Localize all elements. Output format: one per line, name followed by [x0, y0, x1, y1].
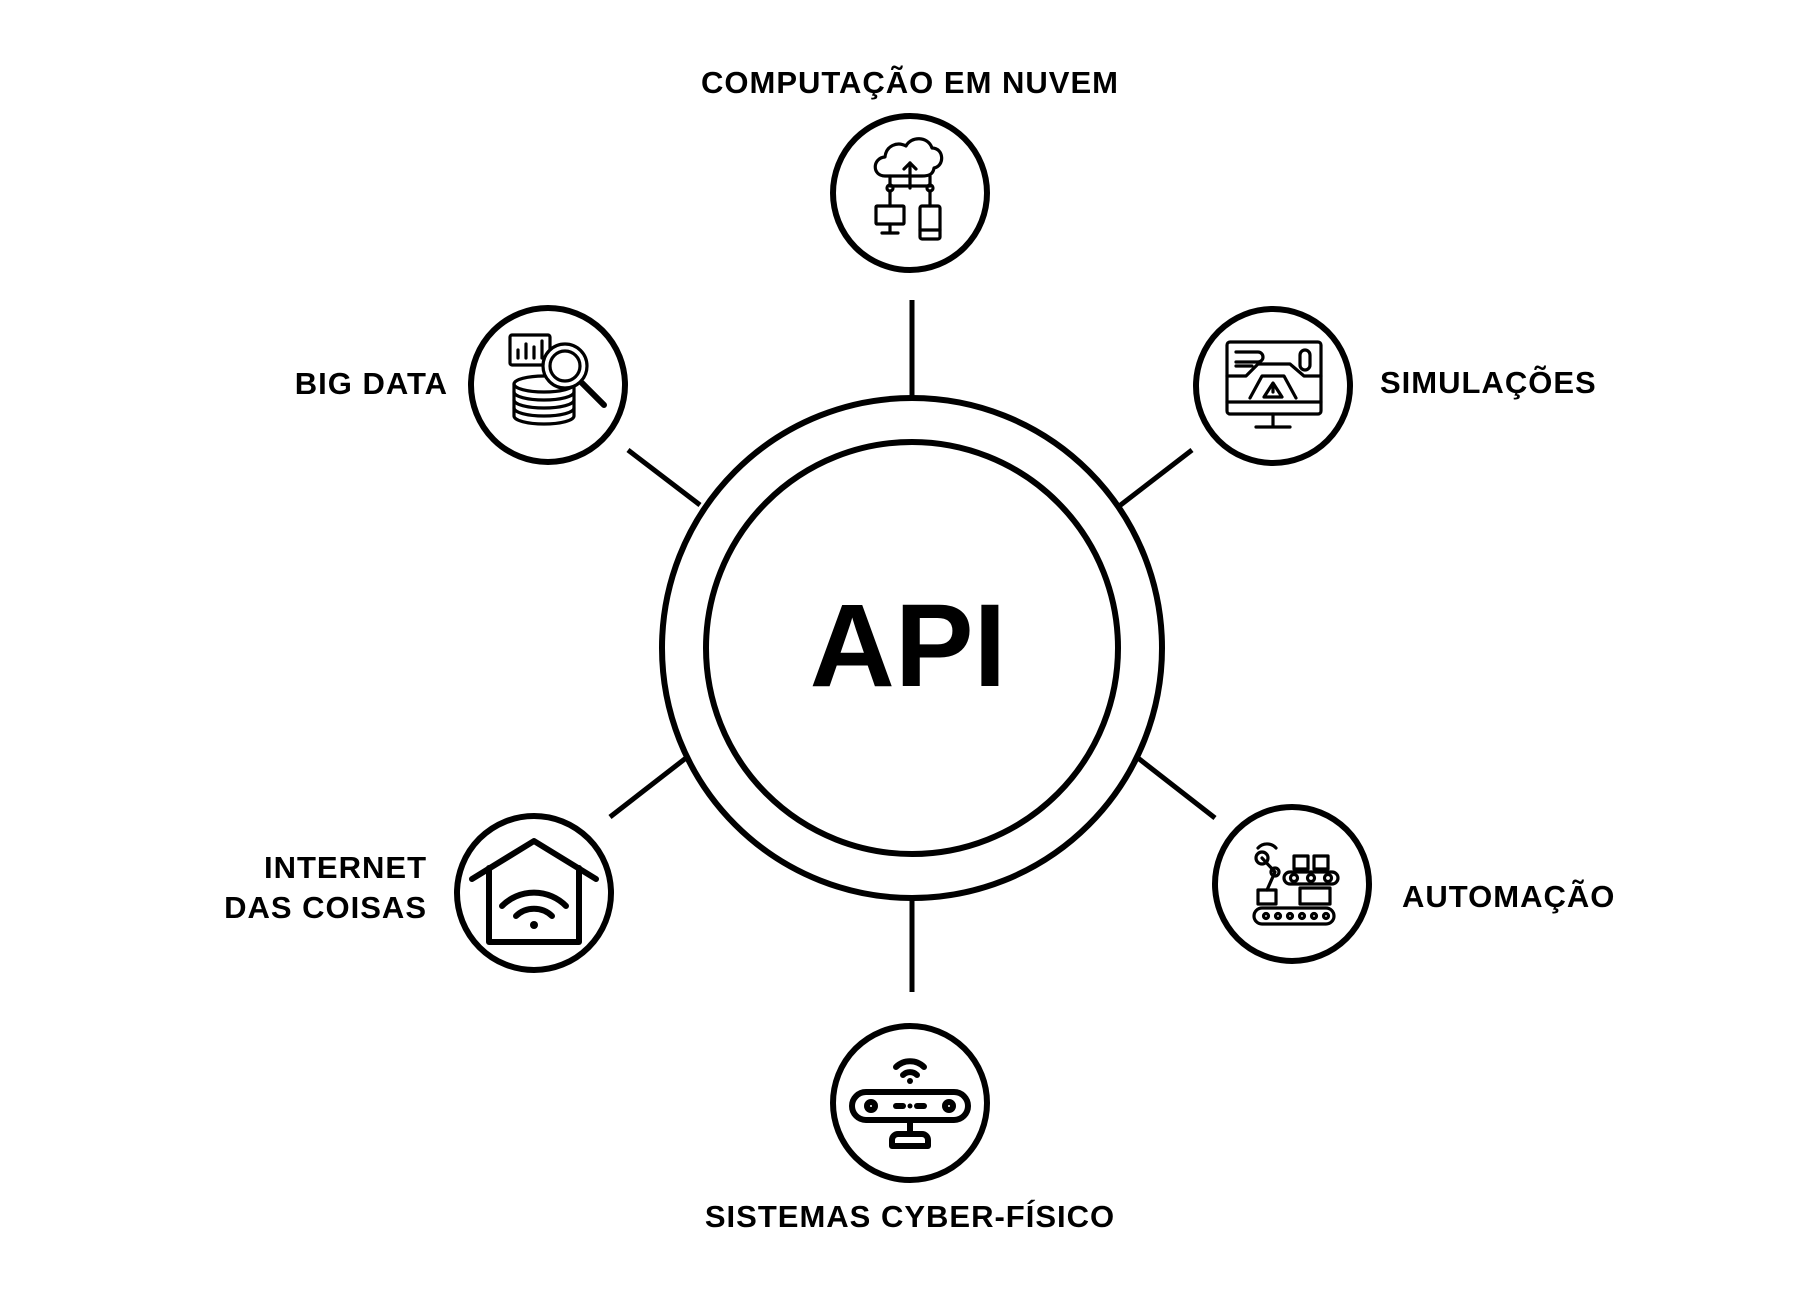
node-label-cyber-physical: SISTEMAS CYBER-FÍSICO — [705, 1199, 1115, 1234]
node-circle-cyber-physical — [830, 1023, 990, 1183]
connected-sensor-device-icon — [849, 1058, 971, 1149]
node-big-data: BIG DATA — [295, 305, 628, 465]
node-circle-big-data — [468, 305, 628, 465]
spoke-big-data — [626, 448, 702, 507]
robotic-assembly-line-icon — [1252, 842, 1340, 926]
smart-home-wifi-icon — [469, 838, 599, 945]
spoke-iot — [608, 756, 688, 819]
node-label-big-data: BIG DATA — [295, 366, 448, 401]
hub-outer-ring — [659, 395, 1165, 901]
node-cloud-computing: COMPUTAÇÃO EM NUVEM — [701, 65, 1119, 273]
hub-label: API — [810, 580, 1007, 712]
api-hub: API — [659, 395, 1165, 901]
node-iot: INTERNET DAS COISAS — [224, 813, 614, 973]
node-label-iot-line1: INTERNET — [264, 850, 427, 885]
node-label-simulations: SIMULAÇÕES — [1380, 364, 1597, 400]
node-automation: AUTOMAÇÃO — [1212, 804, 1615, 964]
node-label-automation: AUTOMAÇÃO — [1402, 879, 1615, 914]
node-label-iot-line2: DAS COISAS — [224, 890, 427, 925]
node-simulations: SIMULAÇÕES — [1193, 306, 1597, 466]
spoke-automation — [1136, 756, 1217, 820]
node-cyber-physical: SISTEMAS CYBER-FÍSICO — [705, 1023, 1115, 1234]
node-label-cloud-computing: COMPUTAÇÃO EM NUVEM — [701, 65, 1119, 100]
cloud-computing-icon — [873, 137, 944, 241]
spoke-simulations — [1116, 448, 1194, 509]
hub-inner-ring — [703, 439, 1121, 857]
database-search-icon — [508, 333, 607, 426]
node-circle-cloud-computing — [830, 113, 990, 273]
monitor-simulation-icon — [1225, 340, 1323, 429]
